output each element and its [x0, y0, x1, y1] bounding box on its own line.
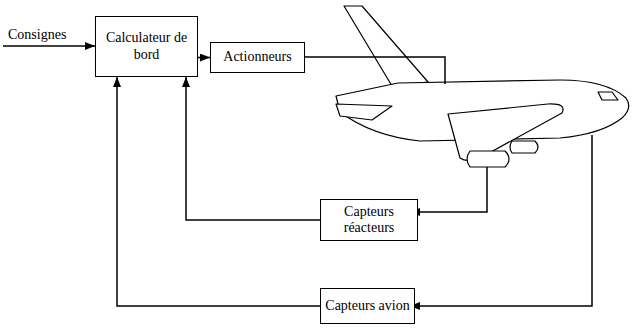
input-wire — [3, 45, 95, 47]
cockpit-window — [598, 92, 618, 100]
box-text: Actionneurs — [223, 49, 291, 65]
sensor-box: Capteurs réacteurs — [320, 199, 418, 241]
box-text: Capteurs réacteurs — [321, 204, 417, 236]
engine — [467, 151, 509, 167]
signal-arrow — [186, 77, 320, 220]
engine — [510, 141, 538, 153]
input-label: Consignes — [8, 27, 66, 43]
sensor-box: Capteurs avion — [320, 288, 415, 324]
stabilizer — [336, 104, 392, 120]
signal-arrow — [117, 77, 320, 306]
aircraft-sensor-wire — [410, 135, 592, 306]
actuator-box: Actionneurs — [210, 42, 305, 73]
box-text: Capteurs avion — [325, 298, 409, 314]
actuator-wire — [305, 57, 445, 84]
signal-arrow — [198, 57, 210, 59]
computer-box: Calculateur de bord — [95, 16, 198, 77]
engine-sensor-wire — [410, 167, 487, 212]
tail-fin — [344, 6, 428, 86]
box-text: Calculateur de bord — [96, 30, 197, 62]
